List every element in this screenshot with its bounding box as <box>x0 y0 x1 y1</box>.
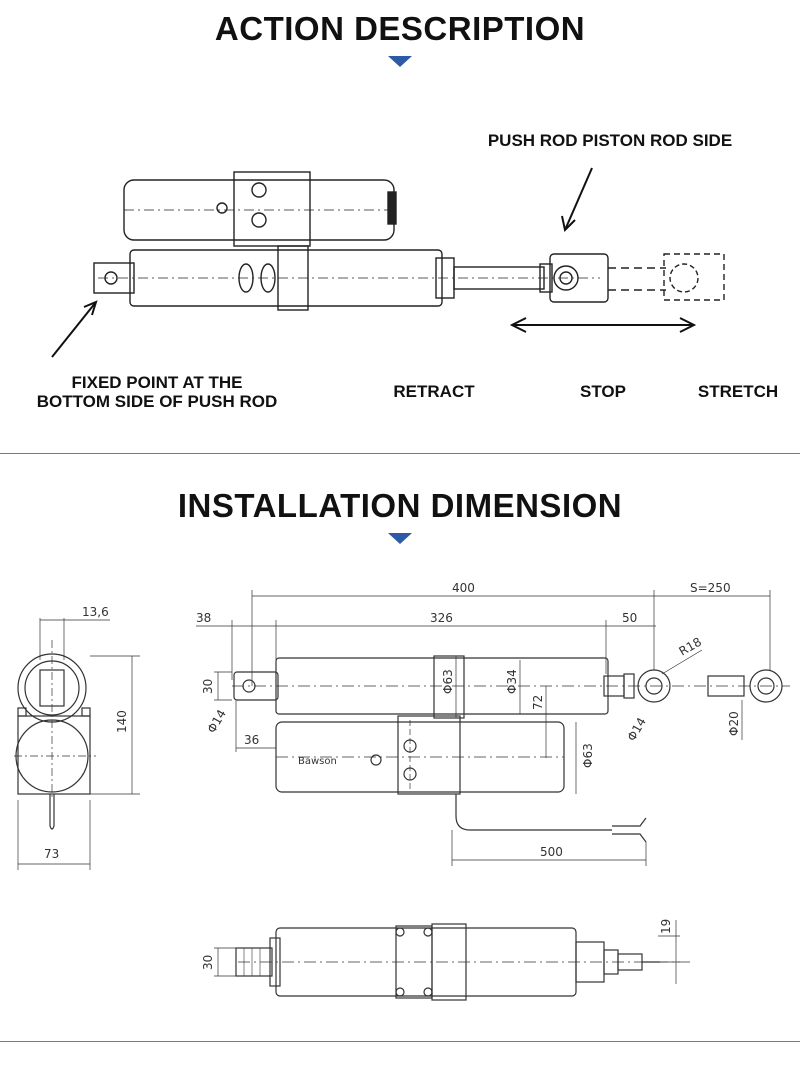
clamp-collar <box>277 245 309 311</box>
push-rod-side-label: PUSH ROD PISTON ROD SIDE <box>487 131 733 150</box>
dim-phi14-left: Φ14 <box>204 707 228 735</box>
dim-30: 30 <box>201 679 215 694</box>
dim-r18: R18 <box>677 635 704 659</box>
dim-73: 73 <box>44 847 59 861</box>
brand-label: Bawson <box>298 756 337 767</box>
pointer-arrow-rod <box>564 167 593 231</box>
side-view <box>14 618 140 870</box>
dim-38: 38 <box>196 611 211 625</box>
chevron-down-icon <box>388 533 412 544</box>
dim-phi14-right: Φ14 <box>624 715 648 743</box>
dim-400: 400 <box>452 581 475 595</box>
dim-500: 500 <box>540 845 563 859</box>
stroke-arrow <box>509 317 697 333</box>
dim-72: 72 <box>531 695 545 710</box>
fixed-point-label-line2: BOTTOM SIDE OF PUSH ROD <box>36 392 278 411</box>
dim-19: 19 <box>659 919 673 934</box>
dim-13-6: 13,6 <box>82 605 109 619</box>
dim-phi63: Φ63 <box>581 743 595 768</box>
rear-clevis <box>93 262 135 294</box>
action-section-title: ACTION DESCRIPTION <box>214 10 586 47</box>
dim-36: 36 <box>244 733 259 747</box>
retract-label: RETRACT <box>393 382 475 401</box>
dim-phi34: Φ34 <box>505 669 519 694</box>
dim-30-bottom: 30 <box>201 955 215 970</box>
rod-end-extended <box>663 253 725 301</box>
dim-140: 140 <box>115 710 129 733</box>
chevron-down-icon <box>388 56 412 67</box>
dim-phi63-top: Φ63 <box>441 669 455 694</box>
bottom-view <box>214 920 690 1001</box>
gearbox-block <box>233 171 311 247</box>
rod-end <box>549 253 609 303</box>
action-diagram <box>51 167 725 358</box>
dim-326: 326 <box>430 611 453 625</box>
installation-section-title: INSTALLATION DIMENSION <box>177 487 623 524</box>
piston-rod <box>453 266 545 290</box>
dim-phi20: Φ20 <box>727 711 741 736</box>
dim-50: 50 <box>622 611 637 625</box>
section-divider-bottom <box>0 1041 800 1042</box>
stretch-label: STRETCH <box>697 382 779 401</box>
pointer-arrow-fixed <box>51 301 97 358</box>
stop-label: STOP <box>580 382 626 401</box>
front-view <box>196 590 790 866</box>
fixed-point-label-line1: FIXED POINT AT THE <box>71 373 243 392</box>
section-divider <box>0 453 800 454</box>
dim-stroke: S=250 <box>690 581 731 595</box>
